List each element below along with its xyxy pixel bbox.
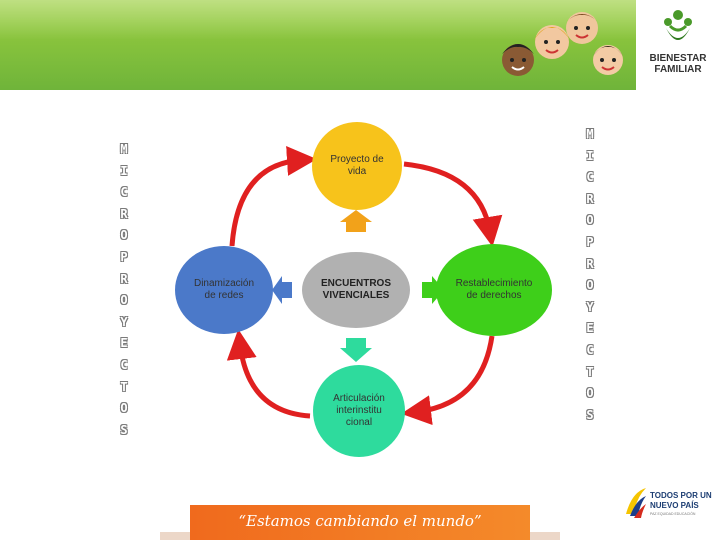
block-arrow-right-icon — [422, 276, 444, 304]
vertical-letter: O — [586, 278, 594, 293]
cycle-arrow-bottom-to-left — [226, 329, 311, 419]
bienestar-familiar-logo: BIENESTAR FAMILIAR — [636, 0, 720, 90]
node-proyecto-de-vida: Proyecto de vida — [312, 122, 402, 210]
vertical-letter: R — [120, 206, 128, 221]
vertical-letter: T — [586, 364, 594, 379]
logo-line2: FAMILIAR — [654, 64, 702, 75]
colombia-flag-swoosh-icon — [626, 488, 646, 518]
logo-line1: BIENESTAR — [649, 53, 707, 64]
cycle-arrow-left-to-top — [229, 145, 317, 247]
gov-logo-line1: TODOS POR UN — [650, 491, 712, 500]
vertical-letter: M — [120, 142, 128, 156]
node-label-line: VIVENCIALES — [322, 290, 390, 301]
vertical-letter: Y — [120, 314, 128, 329]
node-label-line: Restablecimiento — [455, 278, 533, 289]
node-label-line: interinstitu — [336, 405, 382, 416]
family-logo-icon — [664, 10, 692, 40]
node-label-line: Proyecto de — [330, 154, 384, 165]
block-arrow-left-icon — [272, 276, 292, 304]
node-label-line: ENCUENTROS — [320, 278, 391, 289]
vertical-text-right: M I C R O P R O Y E C T O S — [580, 124, 600, 426]
node-label-line: vida — [347, 166, 367, 177]
vertical-letter: C — [120, 357, 128, 372]
node-encuentros-vivenciales: ENCUENTROS VIVENCIALES — [302, 252, 410, 328]
cycle-arrow-right-to-bottom — [401, 335, 495, 426]
vertical-letter: O — [120, 401, 128, 416]
vertical-letter: R — [586, 191, 594, 206]
vertical-letter: M — [586, 127, 594, 141]
node-label-line: Articulación — [333, 393, 385, 404]
vertical-letter: E — [586, 321, 594, 336]
gov-logo-line3: PAZ EQUIDAD EDUCACIÓN — [650, 512, 696, 516]
block-arrow-up-icon — [340, 210, 372, 232]
vertical-letter: O — [586, 386, 594, 401]
vertical-letter: C — [586, 170, 594, 185]
cycle-arrow-top-to-right — [403, 161, 503, 247]
node-label-line: de redes — [204, 290, 244, 301]
kids-illustration-icon — [502, 12, 623, 76]
node-label-line: cional — [345, 417, 373, 428]
node-label-line: de derechos — [466, 290, 522, 301]
node-articulacion-interinstitucional: Articulación interinstitu cional — [313, 365, 405, 457]
vertical-letter: P — [586, 234, 594, 249]
vertical-letter: I — [586, 148, 594, 163]
vertical-letter: O — [120, 228, 128, 243]
vertical-letter: S — [586, 407, 594, 422]
vertical-letter: T — [120, 379, 128, 394]
gov-logo-line2: NUEVO PAÍS — [650, 501, 699, 510]
vertical-letter: Y — [586, 299, 594, 314]
header-shine — [0, 0, 720, 40]
todos-por-un-nuevo-pais-logo: TODOS POR UN NUEVO PAÍS PAZ EQUIDAD EDUC… — [622, 484, 718, 534]
header-banner: BIENESTAR FAMILIAR — [0, 0, 720, 90]
vertical-letter: E — [120, 336, 128, 351]
vertical-letter: C — [586, 342, 594, 357]
node-label-line: Dinamización — [193, 278, 255, 289]
vertical-letter: R — [586, 256, 594, 271]
node-dinamizacion-de-redes: Dinamización de redes — [175, 246, 273, 334]
vertical-letter: C — [120, 185, 128, 200]
vertical-letter: S — [120, 422, 128, 437]
vertical-letter: P — [120, 249, 128, 264]
vertical-letter: O — [120, 293, 128, 308]
vertical-letter: R — [120, 271, 128, 286]
slogan-banner: “Estamos cambiando el mundo” — [190, 505, 530, 540]
vertical-letter: I — [120, 163, 128, 178]
slogan-text: “Estamos cambiando el mundo” — [238, 512, 482, 530]
vertical-text-left: M I C R O P R O Y E C T O S — [114, 139, 134, 441]
node-restablecimiento-de-derechos: Restablecimiento de derechos — [436, 244, 552, 336]
vertical-letter: O — [586, 213, 594, 228]
block-arrow-down-icon — [340, 338, 372, 362]
